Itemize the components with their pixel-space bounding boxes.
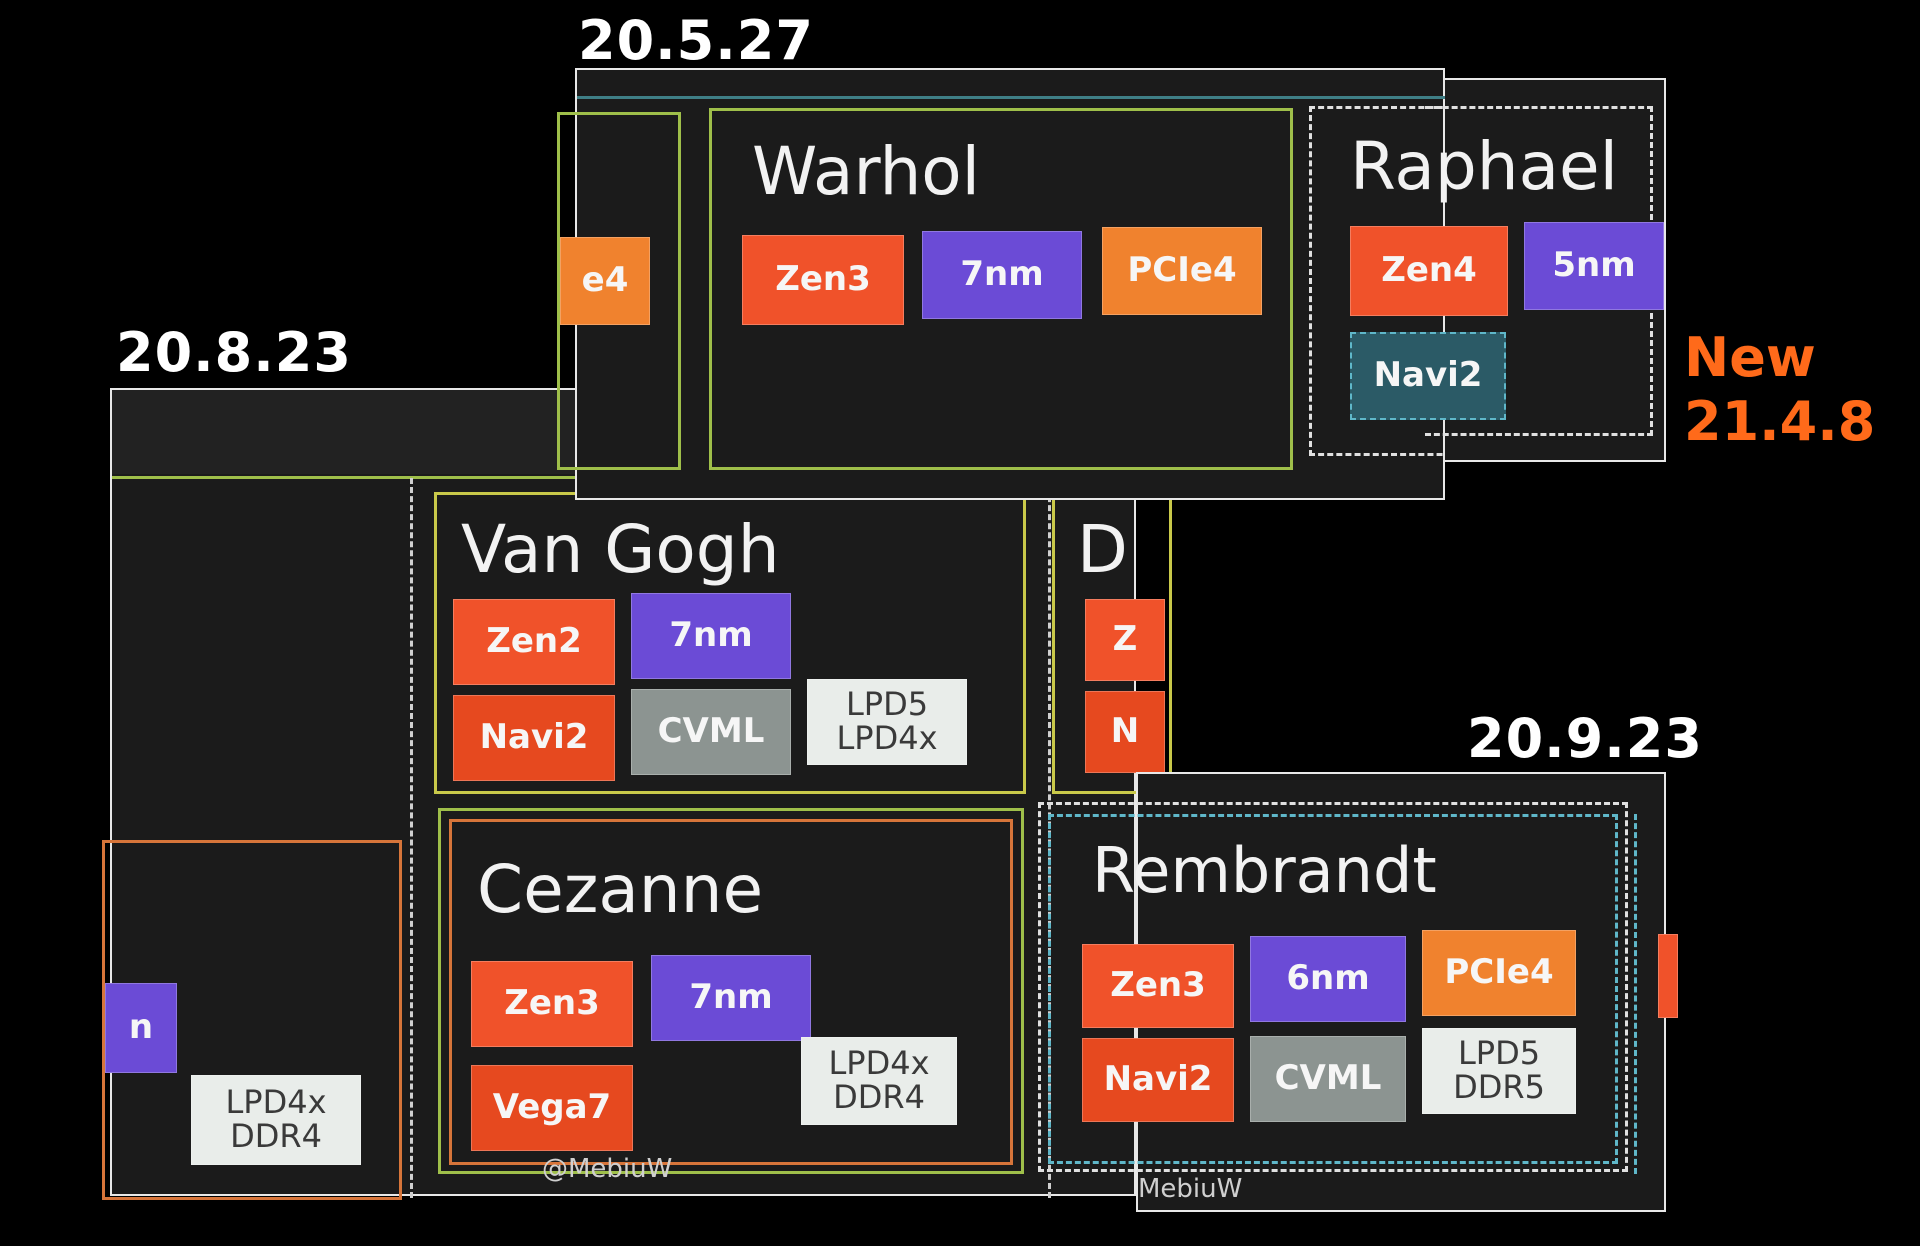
warhol-box: Warhol Zen3 7nm PCIe4 — [709, 108, 1293, 470]
warhol-pcie-tile: PCIe4 — [1102, 227, 1262, 315]
vangogh-node-tile: 7nm — [631, 593, 791, 679]
date-label-bottom-right: 20.9.23 — [1467, 707, 1703, 770]
cezanne-node-tile: 7nm — [651, 955, 811, 1041]
warhol-title: Warhol — [752, 133, 981, 210]
raphael-box-left — [1309, 106, 1479, 456]
date-label-top: 20.5.27 — [578, 9, 814, 72]
partial-d-box: D Z N — [1052, 492, 1172, 794]
raphael-gpu-tile: Navi2 — [1350, 332, 1506, 420]
partial-prev-box: e4 — [557, 112, 681, 470]
rembrandt-pcie-tile: PCIe4 — [1422, 930, 1576, 1016]
new-label: New 21.4.8 — [1684, 326, 1875, 453]
rembrandt-node-tile: 6nm — [1250, 936, 1406, 1022]
raphael-title: Raphael — [1350, 128, 1618, 205]
new-label-date: 21.4.8 — [1684, 389, 1876, 453]
rembrandt-cvml-tile: CVML — [1250, 1036, 1406, 1122]
photo-20-5-27: e4 Warhol Zen3 7nm PCIe4 — [557, 68, 1479, 500]
warhol-zen-tile: Zen3 — [742, 235, 904, 325]
partial-left-node-tile: n — [105, 983, 177, 1073]
rembrandt-title: Rembrandt — [1092, 834, 1437, 907]
raphael-node-tile: 5nm — [1524, 222, 1664, 310]
watermark-right: MebiuW — [1138, 1174, 1243, 1204]
vangogh-title: Van Gogh — [461, 511, 780, 588]
rembrandt-gpu-tile: Navi2 — [1082, 1038, 1234, 1122]
rembrandt-box — [1048, 814, 1618, 1164]
warhol-node-tile: 7nm — [922, 231, 1082, 319]
date-label-left: 20.8.23 — [116, 321, 352, 384]
new-label-text: New — [1684, 326, 1816, 389]
rembrandt-zen-tile: Zen3 — [1082, 944, 1234, 1028]
vangogh-zen-tile: Zen2 — [453, 599, 615, 685]
cezanne-zen-tile: Zen3 — [471, 961, 633, 1047]
vangogh-cvml-tile: CVML — [631, 689, 791, 775]
partial-d-zen-tile: Z — [1085, 599, 1165, 681]
watermark-left: @MebiuW — [542, 1154, 673, 1184]
vangogh-gpu-tile: Navi2 — [453, 695, 615, 781]
cezanne-title: Cezanne — [477, 851, 764, 928]
rembrandt-outer-box — [1038, 802, 1628, 1172]
photo-20-9-23: Rembrandt Zen3 6nm PCIe4 Navi2 CVML LPD5… — [1038, 772, 1678, 1212]
partial-d-title: D — [1077, 511, 1128, 588]
partial-d-gpu-tile: N — [1085, 691, 1165, 773]
partial-prev-pcie-tile: e4 — [560, 237, 650, 325]
cezanne-gpu-tile: Vega7 — [471, 1065, 633, 1151]
raphael-zen-tile: Zen4 — [1350, 226, 1508, 316]
